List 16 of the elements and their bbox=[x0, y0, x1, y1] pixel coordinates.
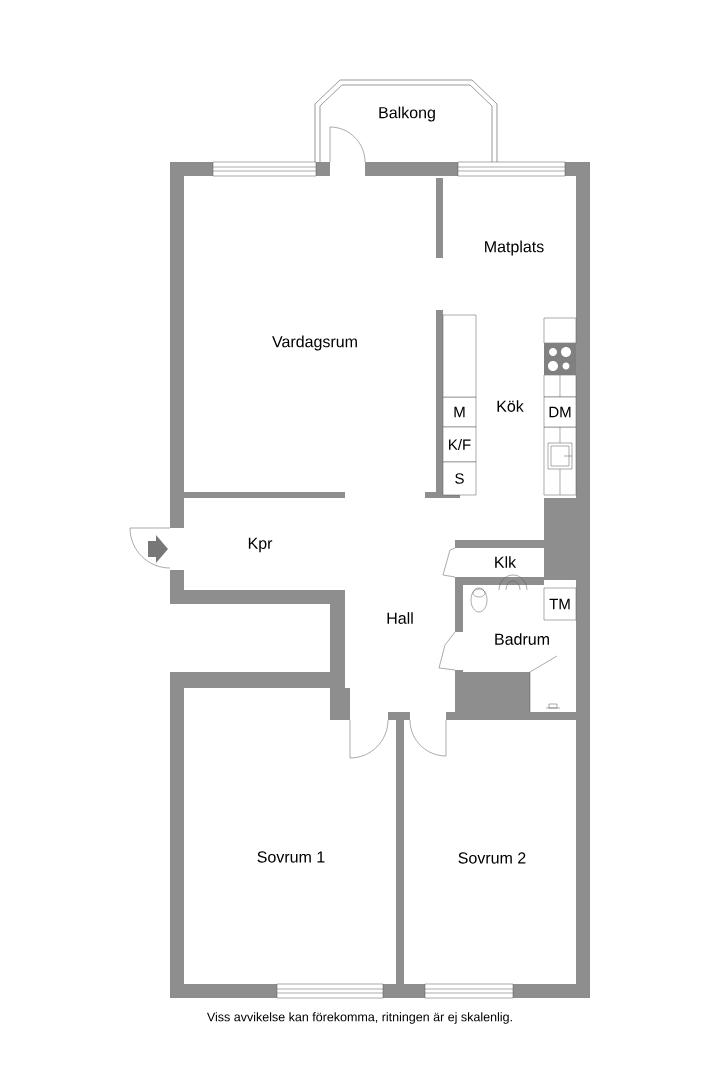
room-label: Sovrum 2 bbox=[458, 852, 526, 864]
room-label: Matplats bbox=[485, 240, 544, 256]
appliance-box: DM bbox=[543, 396, 577, 428]
caption: Viss avvikelse kan förekomma, ritningen är ej skalenlig. bbox=[207, 1012, 512, 1024]
room-label: Sovrum 1 bbox=[257, 851, 325, 863]
room-label: Vardagsrum bbox=[272, 335, 357, 351]
room-label: Balkong bbox=[379, 106, 435, 122]
room-label: Badrum bbox=[495, 633, 549, 645]
appliance-box: TM bbox=[543, 587, 577, 621]
appliance-box: K/F bbox=[442, 426, 477, 463]
room-label: Kök bbox=[497, 400, 524, 412]
room-label: Hall bbox=[387, 612, 413, 624]
appliance-box: M bbox=[442, 396, 477, 428]
room-label: Kpr bbox=[248, 537, 273, 553]
appliance-box: S bbox=[442, 461, 477, 496]
room-label: Klk bbox=[495, 556, 517, 568]
